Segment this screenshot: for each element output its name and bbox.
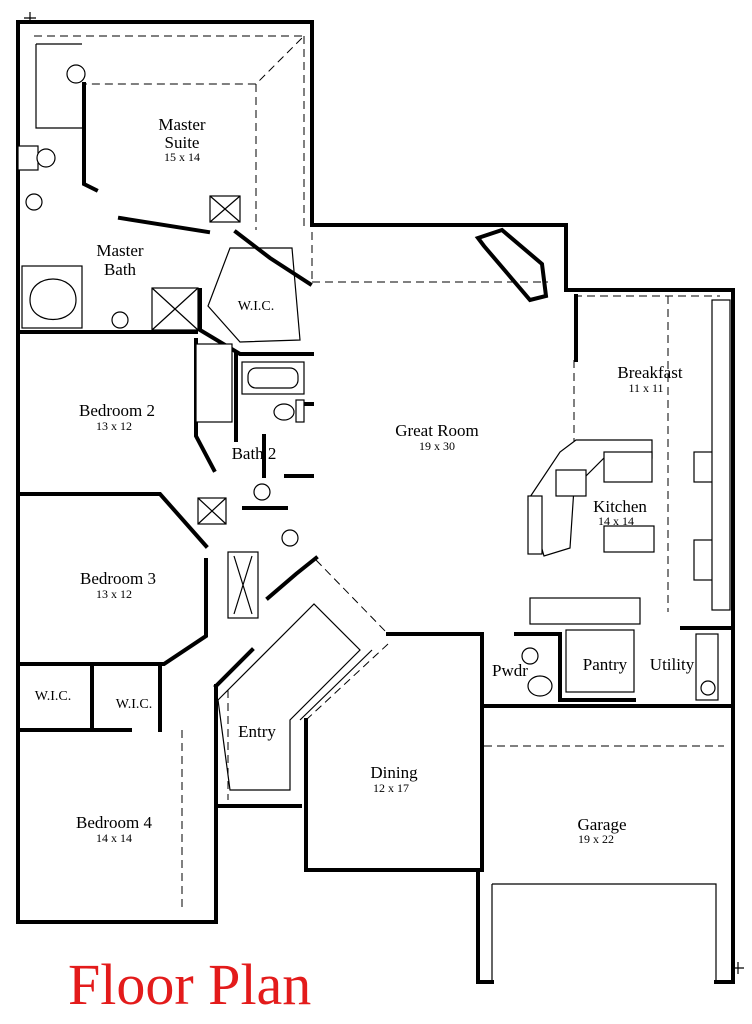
ceiling-lines [34, 35, 724, 910]
master-bath-label: Master [96, 241, 144, 260]
garage-label: Garage [577, 815, 626, 834]
exterior-walls [16, 20, 735, 984]
breakfast-label: Breakfast [617, 363, 682, 382]
fixtures [17, 43, 731, 791]
master-suite-label-line2: Suite [165, 133, 200, 152]
bedroom3-dims: 13 x 12 [96, 587, 132, 601]
master-suite-dims: 15 x 14 [164, 150, 200, 164]
bedroom2-label: Bedroom 2 [79, 401, 155, 420]
breakfast-dims: 11 x 11 [628, 381, 663, 395]
great-room-dims: 19 x 30 [419, 439, 455, 453]
bedroom4-label: Bedroom 4 [76, 813, 153, 832]
pantry-label: Pantry [583, 655, 628, 674]
room-labels: Master Suite 15 x 14 Master Bath W.I.C. … [35, 115, 695, 846]
garage-dims: 19 x 22 [578, 832, 614, 846]
bath2-label: Bath 2 [232, 444, 277, 463]
master-bath-label-line2: Bath [104, 260, 137, 279]
entry-label: Entry [238, 722, 276, 741]
utility-label: Utility [650, 655, 695, 674]
kitchen-label: Kitchen [593, 497, 647, 516]
master-wic-label: W.I.C. [238, 299, 274, 314]
master-suite-label: Master [158, 115, 206, 134]
wic-right-label: W.I.C. [116, 697, 152, 712]
powder-label: Pwdr [492, 661, 528, 680]
interior-walls [16, 82, 735, 732]
dining-dims: 12 x 17 [373, 781, 409, 795]
kitchen-dims: 14 x 14 [598, 514, 634, 528]
dining-label: Dining [370, 763, 418, 782]
great-room-label: Great Room [395, 421, 479, 440]
bedroom2-dims: 13 x 12 [96, 419, 132, 433]
bedroom4-dims: 14 x 14 [96, 831, 132, 845]
wic-left-label: W.I.C. [35, 689, 71, 704]
floor-plan-title: Floor Plan [68, 952, 312, 1017]
bedroom3-label: Bedroom 3 [80, 569, 156, 588]
